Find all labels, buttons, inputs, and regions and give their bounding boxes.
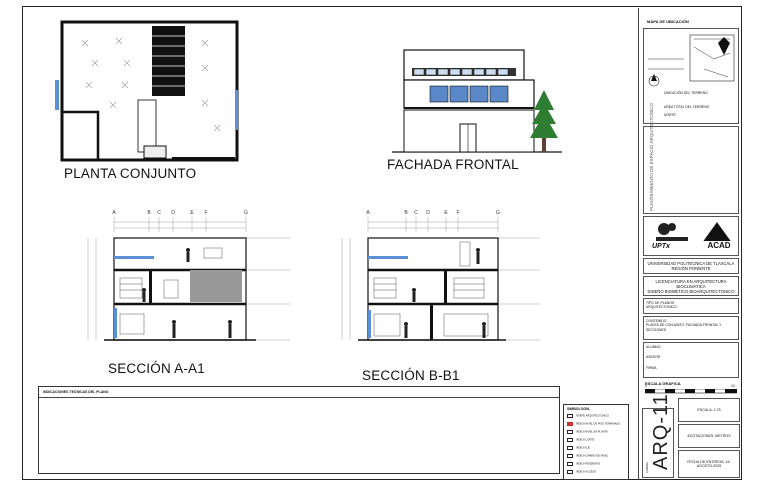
people-box: ALUMNO ASESOR FIRMA — [643, 342, 739, 378]
axis-label: G — [244, 210, 248, 216]
axis-label: B — [147, 210, 151, 216]
title-block: MAPA DE UBICACIÓN UBICACIÓN DEL TERRENO … — [638, 8, 743, 480]
sheet-number-box: LAMINA ARQ-11 — [642, 393, 674, 478]
legend-title: SIMBOLOGIA — [567, 407, 590, 411]
advisor-label: ASESOR — [646, 355, 661, 360]
project-box: PLANTEAMIENTO DE ESPACIO ARQUITECTONICO — [643, 103, 739, 214]
scale-tick-start: 0 — [645, 384, 647, 388]
sheet-id: ARQ-11 — [650, 393, 672, 470]
sheet-frame — [22, 6, 742, 480]
university-logo-text: UPTx — [652, 243, 670, 250]
content-box: CONTENIDO PLANTA DE CONJUNTO, FACHADA FR… — [643, 316, 739, 340]
legend-item: INDICA CAMBIO DE NIVEL — [567, 454, 627, 461]
scale-tick-end: 10 — [731, 384, 735, 388]
legend-item: NORTE ARQUITECTONICO — [567, 414, 627, 421]
site-plan-title: PLANTA CONJUNTO — [64, 166, 197, 181]
section-a-drawing: A B C D E F G — [84, 208, 296, 344]
location-map-title: MAPA DE UBICACIÓN — [647, 19, 689, 24]
degree-box: LICENCIATURA EN ARQUITECTURA BIOCLIMATIC… — [643, 276, 739, 296]
axis-label: B — [404, 210, 408, 216]
plan-type-label: TIPO DE PLANOS — [646, 301, 675, 305]
technical-notes-box: INDICACIONES TECNICAS DEL PLANO — [38, 386, 560, 474]
date-box: FECHA DE ENTREGA: 15-AGOSTO-2025 — [678, 450, 740, 478]
section-b-title: SECCIÓN B-B1 — [362, 368, 460, 383]
legend-item: INDICA PENDIENTE — [567, 462, 627, 469]
technical-notes-title: INDICACIONES TECNICAS DEL PLANO — [43, 390, 109, 394]
legend-item: INDICA NIVEL DE PISO TERMINADO — [567, 422, 627, 429]
section-b-drawing: A B C D E F G — [334, 208, 546, 344]
student-label: ALUMNO — [646, 345, 661, 349]
axis-label: G — [496, 210, 500, 216]
university-logo: UPTx — [652, 221, 692, 253]
axis-label: F — [456, 210, 459, 216]
scale-box: ESCALA: 1:75 — [678, 398, 740, 422]
front-facade-drawing — [392, 44, 562, 154]
legend-item: INDICA NIVEL EN PLANTA — [567, 430, 627, 437]
axis-label: F — [204, 210, 207, 216]
location-map: UBICACIÓN DEL TERRENO AREA TOTAL DEL TER… — [643, 28, 739, 124]
location-note: AREA TOTAL DEL TERRENO — [664, 105, 710, 109]
axis-label: E — [444, 210, 448, 216]
front-facade-title: FACHADA FRONTAL — [387, 157, 519, 172]
legend-item: INDICA ACCESO — [567, 470, 627, 477]
axis-label: D — [426, 210, 430, 216]
subject-name: DISEÑO BIOMÉTICO BIOARQUITECTONICO — [647, 289, 735, 294]
graphic-scale-bar — [645, 389, 737, 397]
signature-label: FIRMA — [646, 365, 657, 370]
section-a-title: SECCIÓN A-A1 — [108, 361, 205, 376]
location-note: UBICACIÓN DEL TERRENO — [664, 91, 708, 95]
plan-type-box: TIPO DE PLANOS ARQUITECTONICO — [643, 298, 739, 314]
symbol-legend: SIMBOLOGIA NORTE ARQUITECTONICO INDICA N… — [563, 404, 629, 480]
legend-item: INDICA CORTE — [567, 438, 627, 445]
legend-item: INDICA EJE — [567, 446, 627, 453]
plan-type-value: ARQUITECTONICO — [646, 305, 677, 310]
degree-name: LICENCIATURA EN ARQUITECTURA BIOCLIMATIC… — [655, 279, 727, 289]
site-plan-drawing — [52, 20, 242, 165]
content-value: PLANTA DE CONJUNTO, FACHADA FRONTAL Y SE… — [646, 323, 722, 332]
university-name: UNIVERSIDAD POLITECNICA DE TLAXCALA REGI… — [643, 258, 739, 274]
axis-label: D — [171, 210, 175, 216]
date-text: FECHA DE ENTREGA: 15-AGOSTO-2025 — [687, 460, 731, 468]
axis-label: C — [157, 210, 161, 216]
units-box: ACOTACIONES: METROS — [678, 424, 740, 448]
acad-logo: ACAD — [702, 221, 736, 253]
acad-logo-text: ACAD — [707, 241, 731, 250]
rotated-project-text: PLANTEAMIENTO DE ESPACIO ARQUITECTONICO — [649, 102, 654, 211]
axis-label: E — [190, 210, 194, 216]
content-label: CONTENIDO — [646, 319, 667, 323]
scale-text: ESCALA: 1:75 — [697, 408, 721, 412]
sheet-label: LAMINA — [645, 461, 649, 473]
axis-label: A — [366, 210, 370, 216]
axis-label: C — [414, 210, 418, 216]
location-note: NORTE — [664, 113, 676, 117]
scale-graphic-label: ESCALA GRAFICA — [645, 381, 681, 386]
axis-label: A — [112, 210, 116, 216]
units-text: ACOTACIONES: METROS — [687, 434, 731, 438]
logos-box: UPTx ACAD — [643, 216, 739, 256]
